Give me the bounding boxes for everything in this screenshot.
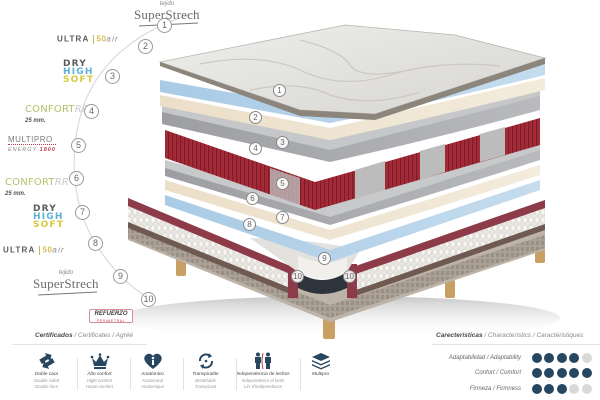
- certificates-title: Certificados / Certificates / Agréé: [35, 332, 134, 339]
- rating-dot-filled: [556, 353, 567, 363]
- legend-number-3: 3: [105, 69, 120, 84]
- diagram-callout-10-left: 10: [291, 270, 304, 283]
- diagram-callout-7: 7: [276, 211, 289, 224]
- certificate-item-high-comfort: Alto confort Hight comfort Haute comfort: [73, 352, 126, 400]
- rating-dot-filled: [569, 368, 580, 378]
- anatomic-heart-icon: [143, 353, 162, 369]
- rating-dot-empty: [569, 384, 580, 394]
- rating-dot-filled: [531, 353, 542, 363]
- rating-dot-filled: [544, 384, 555, 394]
- rating-dot-filled: [544, 353, 555, 363]
- rating-dot-empty: [582, 353, 592, 363]
- rating-dot-filled: [556, 368, 567, 378]
- certificate-item-anatomical: Anatómico Anatomical Anatomique: [126, 352, 179, 400]
- diagram-callout-4: 4: [249, 142, 262, 155]
- rating-dot-empty: [582, 384, 592, 394]
- legend-label-multipro: MULTIPRO ENERGY 1800: [8, 135, 56, 153]
- diagram-callout-3: 3: [276, 136, 289, 149]
- legend-number-9: 9: [113, 269, 128, 284]
- certificate-item-bed-independence: Independencia de lechos Independence of …: [232, 352, 294, 400]
- legend-number-6: 6: [69, 171, 84, 186]
- breathable-cycle-icon: [198, 353, 213, 369]
- legend-number-5: 5: [71, 138, 86, 153]
- rating-dot-filled: [531, 384, 542, 394]
- legend-label-dry-high-soft-top: DRY HIGH SOFT: [63, 59, 95, 85]
- certificates-list: Doble cara Double sided Double face Alto…: [20, 352, 347, 400]
- legend-number-8: 8: [88, 236, 103, 251]
- legend-label-superstrech-bottom: tejido SuperStrech: [33, 270, 99, 296]
- rating-dot-filled: [569, 353, 580, 363]
- legend-label-dry-high-soft-bottom: DRY HIGH SOFT: [33, 204, 65, 230]
- legend-number-7: 7: [75, 205, 90, 220]
- diagram-callout-1: 1: [273, 84, 286, 97]
- legend-number-1: 1: [157, 18, 172, 33]
- certificate-item-breathable: Transpirable Breathable Transpirant: [179, 352, 232, 400]
- legend-number-2: 2: [138, 39, 153, 54]
- diagram-callout-9: 9: [318, 252, 331, 265]
- double-side-arrows-icon: [38, 353, 55, 369]
- legend-number-10: 10: [141, 292, 156, 307]
- characteristics-divider: [432, 344, 600, 345]
- diagram-callout-8: 8: [243, 218, 256, 231]
- certificate-item-double-sided: Doble cara Double sided Double face: [20, 352, 73, 400]
- certificates-divider: [12, 344, 147, 345]
- diagram-callout-2: 2: [249, 111, 262, 124]
- diagram-callout-5: 5: [276, 177, 289, 190]
- diagram-callout-6: 6: [246, 192, 259, 205]
- characteristic-row-firmness: Firmeza / Firmness: [401, 384, 592, 394]
- legend-label-confort-rr-bottom: CONFORTRR 25 mm.: [5, 177, 69, 198]
- layers-icon: [311, 353, 330, 370]
- rating-dot-filled: [556, 384, 567, 394]
- characteristic-row-comfort: Confort / Comfort: [401, 368, 592, 378]
- certificate-item-multipro: Multipro: [294, 352, 347, 400]
- rating-dot-filled: [582, 368, 592, 378]
- legend-label-refuerzo-perimetral: REFUERZO PERIMETRAL: [89, 309, 133, 323]
- couple-independence-icon: [255, 352, 271, 370]
- characteristic-row-adaptability: Adaptabilidad / Adaptability: [401, 353, 592, 363]
- rating-dot-filled: [544, 368, 555, 378]
- legend-number-4: 4: [84, 104, 99, 119]
- characteristics-title: Carecteristicas / Characteristics / Cara…: [436, 332, 584, 339]
- base-leg: [445, 280, 455, 298]
- diagram-callout-10-right: 10: [343, 270, 356, 283]
- legend-label-confort-rr-top: CONFORTRR 25 mm.: [25, 104, 89, 125]
- legend-label-superstrech-top: tejido SuperStrech: [134, 1, 200, 27]
- rating-dot-filled: [531, 368, 542, 378]
- crown-icon: [90, 353, 109, 369]
